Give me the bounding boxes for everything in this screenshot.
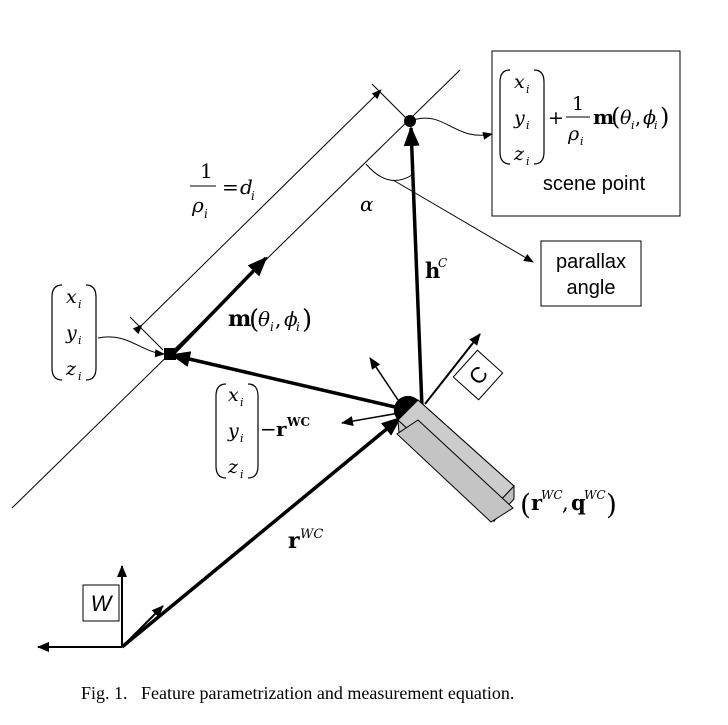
h-c-vector xyxy=(403,126,424,409)
svg-text:i: i xyxy=(240,468,244,481)
svg-text:i: i xyxy=(78,334,82,347)
svg-text:r: r xyxy=(531,490,543,515)
svg-text:z: z xyxy=(227,456,239,478)
svg-text:=: = xyxy=(222,175,239,199)
parallax-angle-box xyxy=(540,240,642,307)
svg-text:i: i xyxy=(240,432,244,445)
camera-axis-optical xyxy=(424,333,481,405)
scene-point xyxy=(404,115,416,127)
svg-text:(: ( xyxy=(520,488,531,521)
m-direction-label: m ( θ i , ϕ i ) xyxy=(228,305,312,335)
svg-text:θ: θ xyxy=(620,107,632,129)
svg-text:WC: WC xyxy=(584,488,606,502)
svg-text:x: x xyxy=(228,384,239,406)
scene-point-pointer xyxy=(412,117,493,140)
svg-text:y: y xyxy=(227,420,239,442)
svg-text:1: 1 xyxy=(572,93,584,115)
h-superscript: C xyxy=(438,256,447,270)
camera-frame-box xyxy=(452,349,504,401)
figure-caption: Fig. 1. Feature parametrization and meas… xyxy=(81,683,514,703)
svg-text:θ: θ xyxy=(258,307,270,331)
svg-text:i: i xyxy=(204,207,208,221)
scene-point-box xyxy=(491,50,681,217)
svg-text:i: i xyxy=(580,135,584,148)
svg-text:r: r xyxy=(276,417,287,441)
svg-text:y: y xyxy=(65,322,77,344)
camera-axis-up xyxy=(369,357,399,401)
dimension-tick-start xyxy=(129,316,164,351)
svg-text:x: x xyxy=(66,286,77,308)
anchor-point xyxy=(164,348,176,360)
alpha-label: α xyxy=(360,192,374,216)
anchor-xyz-label: x i y i z i xyxy=(51,284,97,383)
parallax-label-line1: parallax xyxy=(556,251,626,273)
svg-text:i: i xyxy=(251,189,255,203)
svg-text:x: x xyxy=(514,71,525,93)
svg-text:m: m xyxy=(228,306,251,332)
parallax-label-line2: angle xyxy=(567,277,616,299)
svg-text:WC: WC xyxy=(541,488,563,502)
svg-text:i: i xyxy=(78,298,82,311)
svg-text:z: z xyxy=(65,358,77,380)
svg-text:m: m xyxy=(593,105,614,129)
world-frame: W xyxy=(37,565,164,652)
svg-text:): ) xyxy=(606,488,617,521)
world-frame-box xyxy=(82,584,120,622)
scene-point-formula: x i y i z i + 1 ρ i m ( θ i , ϕ i ) xyxy=(499,69,669,168)
svg-text:q: q xyxy=(571,490,586,515)
svg-text:): ) xyxy=(660,103,669,131)
parallax-pointer xyxy=(392,179,534,263)
world-frame-label: W xyxy=(91,591,114,616)
svg-text:i: i xyxy=(526,155,530,168)
svg-text:−: − xyxy=(260,417,277,441)
svg-text:i: i xyxy=(526,83,530,96)
r-wc-vector xyxy=(120,416,402,649)
svg-text:): ) xyxy=(302,305,312,335)
anchor-pointer xyxy=(97,336,165,358)
scene-point-label: scene point xyxy=(543,173,646,195)
svg-text:WC: WC xyxy=(286,415,310,429)
svg-text:i: i xyxy=(526,119,530,132)
svg-text:ϕ: ϕ xyxy=(643,107,656,129)
svg-text:(: ( xyxy=(249,305,259,335)
m-direction-vector xyxy=(170,256,268,357)
svg-text:i: i xyxy=(78,370,82,383)
r-wc-superscript: WC xyxy=(300,527,323,542)
svg-text:i: i xyxy=(240,396,244,409)
svg-text:i: i xyxy=(654,119,658,132)
svg-text:y: y xyxy=(513,107,525,129)
svg-text:,: , xyxy=(275,307,281,331)
svg-text:+: + xyxy=(548,107,564,129)
svg-text:i: i xyxy=(270,320,274,334)
svg-text:z: z xyxy=(513,143,525,165)
svg-text:ϕ: ϕ xyxy=(284,307,298,331)
parallax-angle-arc xyxy=(365,163,413,181)
svg-text:d: d xyxy=(240,175,253,199)
svg-text:i: i xyxy=(631,119,635,132)
svg-text:i: i xyxy=(296,320,300,334)
distance-dimension-line xyxy=(132,89,382,335)
dimension-tick-end xyxy=(371,83,407,119)
h-label: h xyxy=(425,258,440,283)
camera-pose-label: ( r WC , q WC ) xyxy=(520,488,617,521)
anchor-relative-vector xyxy=(170,351,409,412)
relative-vector-label: x i y i z i − r WC xyxy=(215,383,310,481)
svg-text:ρ: ρ xyxy=(567,123,580,145)
svg-text:,: , xyxy=(635,107,641,129)
svg-text:,: , xyxy=(562,491,569,515)
svg-text:ρ: ρ xyxy=(191,193,204,217)
svg-text:(: ( xyxy=(611,103,620,131)
camera-body xyxy=(393,395,515,523)
inverse-depth-label: 1 ρ i = d i xyxy=(190,159,255,221)
svg-text:1: 1 xyxy=(200,159,213,183)
r-wc-label: r xyxy=(288,528,300,554)
